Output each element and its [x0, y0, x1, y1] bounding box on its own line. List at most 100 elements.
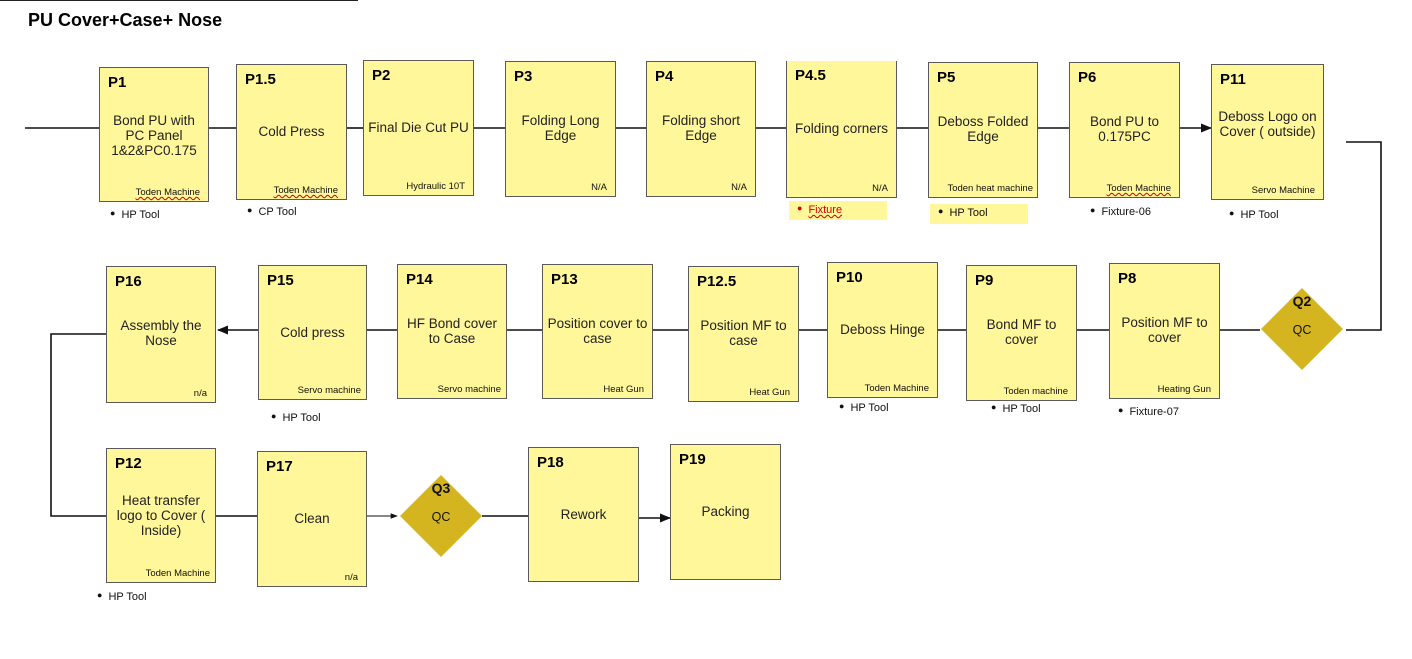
step-note-p1_5: ●CP Tool: [247, 205, 297, 218]
step-note-p6: ● Fixture-06: [1090, 205, 1151, 218]
step-box-p11: P11 Deboss Logo on Cover ( outside) Serv…: [1211, 64, 1324, 200]
bullet-icon: ●: [1090, 205, 1096, 215]
note-text: HP Tool: [121, 209, 160, 221]
note-text: HP Tool: [850, 402, 889, 414]
step-tool: n/a: [344, 572, 358, 583]
step-note-p8: ● Fixture-07: [1118, 405, 1179, 418]
bullet-icon: ●: [97, 590, 103, 600]
step-note-p5: ●HP Tool: [930, 204, 1028, 224]
step-tool: Toden Machine: [273, 185, 338, 196]
step-id: P15: [267, 272, 294, 289]
step-box-p4: P4 Folding short Edge N/A: [646, 61, 756, 197]
step-box-p6: P6 Bond PU to 0.175PC Toden Machine: [1069, 62, 1180, 198]
note-text: Fixture: [808, 204, 843, 216]
step-tool: Toden Machine: [135, 187, 200, 198]
step-tool: Toden heat machine: [947, 183, 1033, 194]
step-label: Rework: [560, 506, 607, 522]
step-tool: Toden Machine: [1106, 183, 1171, 194]
wire-p16-p12: [50, 333, 106, 517]
step-id: P13: [551, 271, 578, 288]
bullet-icon: ●: [1229, 208, 1235, 218]
step-label: Deboss Folded Edge: [937, 113, 1029, 144]
step-box-p14: P14 HF Bond cover to Case Servo machine: [397, 264, 507, 399]
step-tool: Servo Machine: [1251, 185, 1315, 196]
step-label: Cold Press: [258, 123, 325, 139]
note-text: HP Tool: [1002, 403, 1041, 415]
decision-label: QC: [1292, 323, 1312, 337]
step-tool: Toden Machine: [145, 568, 210, 579]
step-box-p10: P10 Deboss Hinge Toden Machine: [827, 262, 938, 398]
step-tool: N/A: [591, 182, 607, 193]
step-id: P12: [115, 455, 142, 472]
step-id: P19: [679, 451, 706, 468]
bullet-icon: ●: [110, 208, 116, 218]
step-label: Bond PU with PC Panel 1&2&PC0.175: [111, 113, 197, 159]
top-rule: [0, 0, 358, 1]
decision-id: Q3: [431, 480, 451, 496]
note-text: Fixture-07: [1129, 406, 1179, 418]
bullet-icon: ●: [271, 411, 277, 421]
note-text: HP Tool: [1240, 209, 1279, 221]
step-box-p1: P1 Bond PU with PC Panel 1&2&PC0.175 Tod…: [99, 67, 209, 202]
decision-q2: Q2 QC: [1260, 287, 1344, 371]
bullet-icon: ●: [797, 203, 803, 213]
step-tool: n/a: [193, 388, 207, 399]
step-label: Heat transfer logo to Cover ( Inside): [116, 492, 206, 538]
step-id: P18: [537, 454, 564, 471]
step-id: P2: [372, 67, 391, 84]
note-text: HP Tool: [282, 412, 321, 424]
step-tool: N/A: [872, 183, 888, 194]
step-tool: Toden machine: [1003, 386, 1068, 397]
step-label: Assembly the Nose: [120, 318, 202, 349]
page-title: PU Cover+Case+ Nose: [28, 10, 223, 30]
step-box-p15: P15 Cold press Servo machine: [258, 265, 367, 400]
step-label: Clean: [294, 510, 330, 526]
step-id: P4.5: [795, 67, 826, 84]
step-box-p3: P3 Folding Long Edge N/A: [505, 61, 616, 197]
step-box-p19: P19 Packing: [670, 444, 781, 580]
step-label: Folding corners: [794, 120, 889, 136]
step-box-p13: P13 Position cover to case Heat Gun: [542, 264, 653, 399]
step-label: Position MF to cover: [1121, 314, 1208, 345]
step-tool: Hydraulic 10T: [406, 181, 465, 192]
step-box-p16: P16 Assembly the Nose n/a: [106, 266, 216, 403]
step-box-p5: P5 Deboss Folded Edge Toden heat machine: [928, 62, 1038, 198]
step-note-p15: ● HP Tool: [271, 411, 321, 424]
decision-id: Q2: [1292, 293, 1312, 309]
step-id: P6: [1078, 69, 1097, 86]
step-box-p4_5: P4.5 Folding corners N/A: [786, 61, 897, 198]
step-label: Final Die Cut PU: [368, 119, 469, 135]
step-label: Position MF to case: [700, 317, 787, 348]
step-tool: Servo machine: [297, 385, 361, 396]
step-label: Position cover to case: [547, 315, 648, 346]
step-note-p12: ●HP Tool: [97, 590, 147, 603]
step-id: P5: [937, 69, 956, 86]
bullet-icon: ●: [1118, 405, 1124, 415]
step-tool: Toden Machine: [864, 383, 929, 394]
step-label: Cold press: [280, 324, 345, 340]
step-box-p9: P9 Bond MF to cover Toden machine: [966, 265, 1077, 401]
step-tool: N/A: [731, 182, 747, 193]
step-note-p4_5: ● Fixture: [789, 201, 887, 220]
step-tool: Heating Gun: [1157, 384, 1211, 395]
step-box-p18: P18 Rework: [528, 447, 639, 582]
step-label: Folding Long Edge: [521, 112, 600, 143]
step-label: Deboss Logo on Cover ( outside): [1218, 109, 1317, 140]
step-id: P14: [406, 271, 433, 288]
step-id: P16: [115, 273, 142, 290]
note-text: Fixture-06: [1101, 206, 1151, 218]
step-id: P8: [1118, 270, 1137, 287]
step-box-p2: P2 Final Die Cut PU Hydraulic 10T: [363, 60, 474, 196]
decision-q3: Q3 QC: [399, 474, 483, 558]
step-note-p9: ●HP Tool: [991, 402, 1041, 415]
step-id: P3: [514, 68, 533, 85]
step-note-p10: ● HP Tool: [839, 401, 889, 414]
step-box-p17: P17 Clean n/a: [257, 451, 367, 587]
step-id: P1: [108, 74, 127, 91]
step-id: P10: [836, 269, 863, 286]
bullet-icon: ●: [839, 401, 845, 411]
step-label: Packing: [701, 503, 750, 519]
wire-p11-q2: [1346, 141, 1382, 331]
bullet-icon: ●: [247, 205, 253, 215]
